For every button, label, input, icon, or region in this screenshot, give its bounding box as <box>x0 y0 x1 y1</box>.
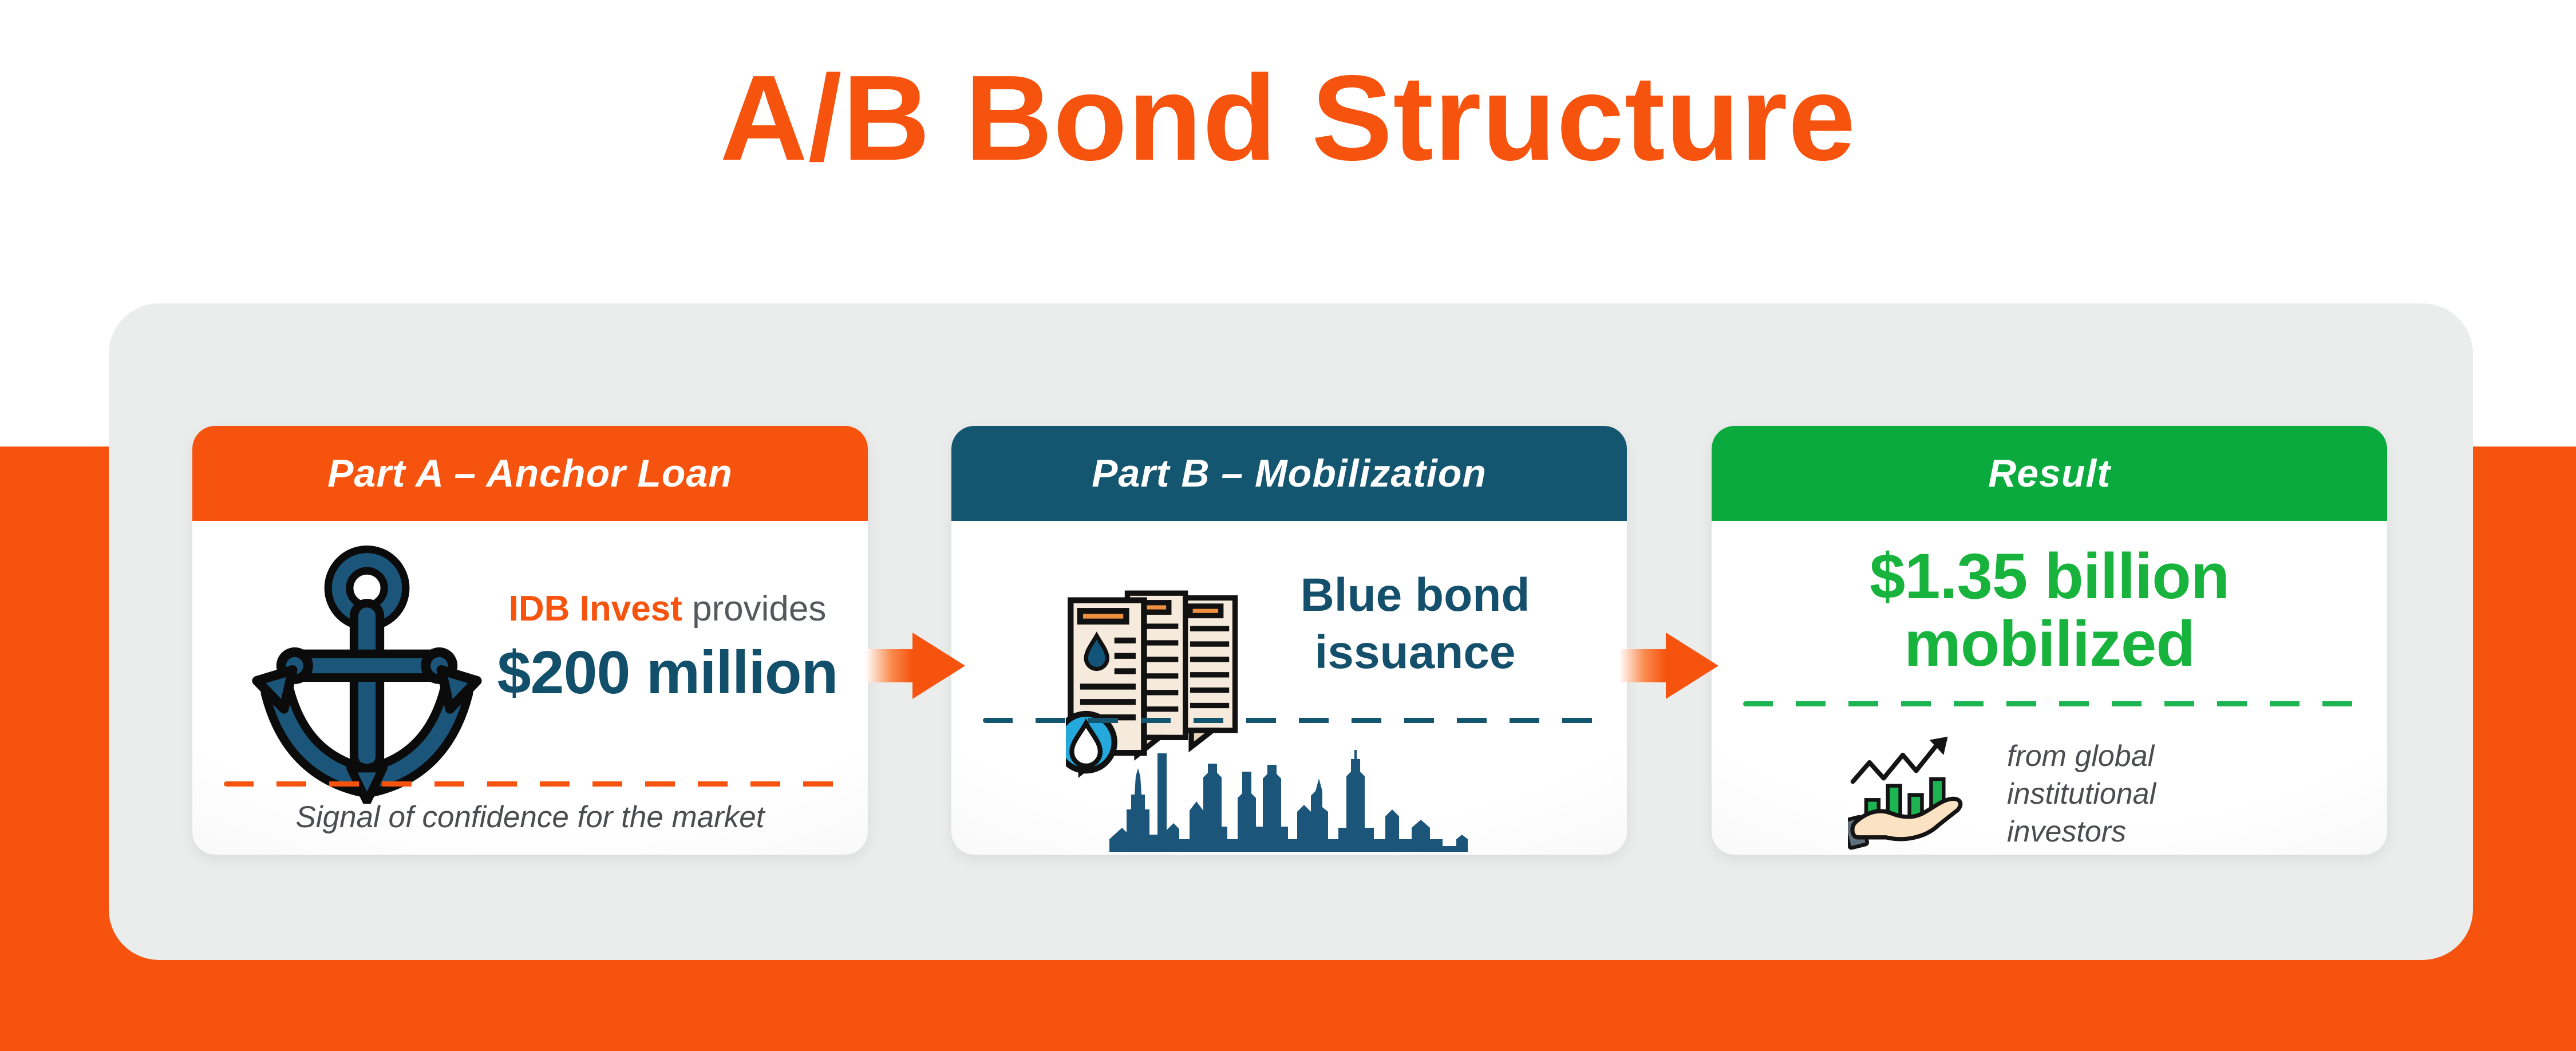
card-a-caption: Signal of confidence for the market <box>295 800 765 834</box>
anchor-icon <box>244 545 490 806</box>
arrow-tail <box>1619 649 1666 682</box>
card-part-b-mobilization: Part B – Mobilization <box>951 426 1627 855</box>
idb-invest-label: IDB Invest <box>508 589 682 629</box>
provides-label: provides <box>682 589 827 629</box>
card-c-headline-line2: mobilized <box>1904 608 2195 679</box>
card-b-headline-line1: Blue bond <box>1300 569 1530 621</box>
arrow-head <box>1666 633 1718 699</box>
card-b-body: Blue bond issuance <box>951 521 1627 855</box>
card-c-dashed-divider <box>1743 701 2356 706</box>
card-c-caption-line1: from global <box>2007 740 2155 773</box>
card-a-amount: $200 million <box>497 639 839 706</box>
card-a-text: IDB Invest provides $200 million <box>473 588 862 708</box>
card-b-headline-line2: issuance <box>1314 626 1516 678</box>
card-a-header: Part A – Anchor Loan <box>192 426 868 521</box>
card-a-provider-line: IDB Invest provides <box>473 588 862 629</box>
card-part-a-anchor-loan: Part A – Anchor Loan IDB Invest provides <box>192 426 868 855</box>
card-b-dashed-divider <box>983 718 1595 723</box>
flow-arrow-a-to-b <box>866 633 965 699</box>
arrow-tail <box>866 649 912 682</box>
card-result: Result $1.35 billion mobilized <box>1712 426 2387 855</box>
card-b-header: Part B – Mobilization <box>951 426 1627 521</box>
card-c-headline-line1: $1.35 billion <box>1869 540 2230 612</box>
card-c-header: Result <box>1712 426 2387 521</box>
card-a-dashed-divider <box>224 781 836 787</box>
growth-hand-icon <box>1842 732 1985 854</box>
blue-bond-documents-icon <box>1054 588 1243 786</box>
card-b-headline: Blue bond issuance <box>1215 567 1615 681</box>
card-c-headline: $1.35 billion mobilized <box>1712 543 2387 678</box>
card-c-caption: from global institutional investors <box>2007 737 2328 851</box>
card-a-body: IDB Invest provides $200 million Signal … <box>192 521 868 855</box>
city-skyline-icon <box>1106 743 1472 852</box>
arrow-head <box>912 633 965 699</box>
card-c-caption-line2: institutional <box>2007 777 2156 811</box>
card-b-header-label: Part B – Mobilization <box>1092 452 1487 495</box>
flow-arrow-b-to-c <box>1619 633 1718 699</box>
card-c-body: $1.35 billion mobilized <box>1712 521 2387 855</box>
card-a-header-label: Part A – Anchor Loan <box>327 452 733 495</box>
card-c-header-label: Result <box>1988 452 2111 495</box>
page-title: A/B Bond Structure <box>720 50 1856 185</box>
card-c-caption-line3: investors <box>2007 815 2127 848</box>
